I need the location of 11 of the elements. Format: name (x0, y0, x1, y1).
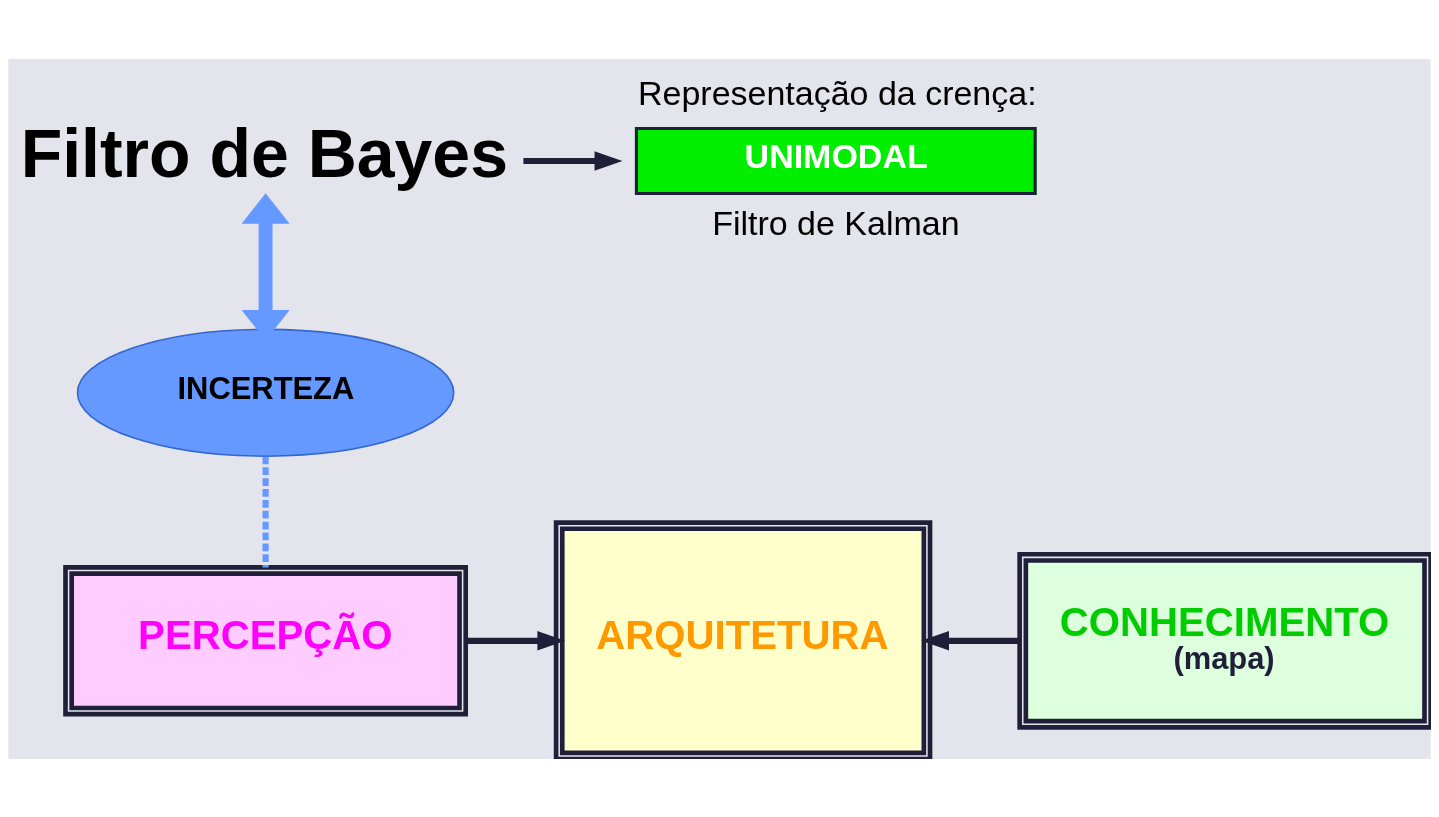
node-label: Representação da crença: (637, 73, 1037, 112)
node-ellipse: INCERTEZA (76, 328, 455, 457)
arrow (466, 630, 566, 651)
node-box: ARQUITETURA (553, 519, 933, 759)
node-label: Filtro de Kalman (712, 203, 960, 242)
arrow (921, 630, 1020, 651)
arrow (523, 150, 623, 171)
node-box: PERCEPÇÃO (63, 564, 468, 716)
connector (262, 456, 269, 567)
node-text: Filtro de Bayes (20, 114, 508, 191)
node-box: CONHECIMENTO (mapa) (1017, 551, 1431, 730)
